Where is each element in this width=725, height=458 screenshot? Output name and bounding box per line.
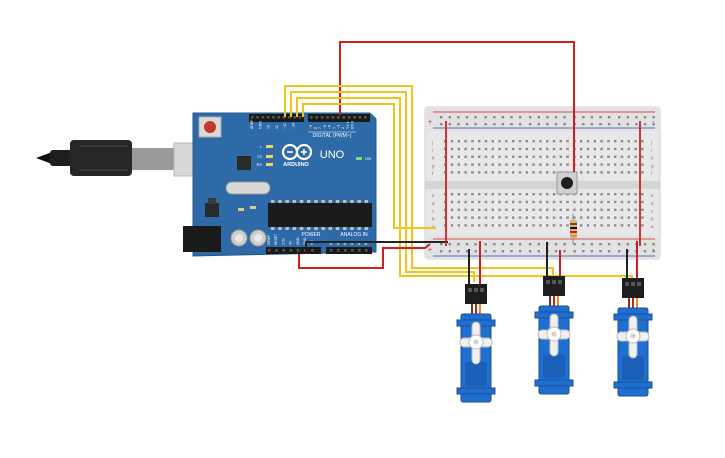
rail-plus-top: + bbox=[428, 119, 432, 126]
rail-minus-top: - bbox=[652, 119, 655, 126]
wires[interactable] bbox=[284, 41, 641, 284]
digital-pin-label: RX 0 bbox=[350, 121, 354, 129]
pushbutton[interactable] bbox=[556, 171, 578, 195]
power-pin-label: IOREF bbox=[267, 235, 271, 245]
capacitors bbox=[230, 229, 267, 247]
arduino-logo: ARDUINO UNO bbox=[281, 143, 345, 168]
svg-text:d: d bbox=[651, 201, 654, 206]
digital-pin-label: ~6 bbox=[323, 125, 327, 129]
power-pin-label: RESET bbox=[274, 234, 278, 245]
status-leds: L TX RX bbox=[256, 144, 273, 167]
digital-pin-label: 12 bbox=[275, 125, 279, 129]
svg-text:g: g bbox=[432, 163, 435, 168]
digital-pin-label: ~9 bbox=[309, 125, 313, 129]
svg-text:b: b bbox=[651, 216, 654, 221]
svg-text:h: h bbox=[651, 156, 654, 161]
svg-text:RX: RX bbox=[256, 162, 262, 167]
svg-text:j: j bbox=[650, 140, 652, 145]
svg-text:c: c bbox=[651, 209, 654, 214]
svg-text:a: a bbox=[432, 224, 435, 229]
resistor[interactable] bbox=[570, 214, 577, 244]
svg-text:ON: ON bbox=[365, 156, 371, 161]
svg-text:e: e bbox=[651, 193, 654, 198]
servo-motor-2[interactable] bbox=[534, 276, 574, 395]
servo-motor-3[interactable] bbox=[613, 278, 653, 397]
svg-text:g: g bbox=[651, 163, 654, 168]
svg-text:h: h bbox=[432, 156, 435, 161]
section-analog-label: ANALOG IN bbox=[340, 232, 368, 238]
digital-pin-label: 4 bbox=[332, 127, 336, 129]
digital-pin-label: AREF bbox=[250, 119, 254, 129]
digital-pin-label: ~11 bbox=[283, 123, 287, 129]
section-digital-label: DIGITAL (PWM~) bbox=[313, 133, 352, 139]
power-pin-label: GND bbox=[296, 237, 300, 245]
reset-button[interactable] bbox=[198, 116, 222, 138]
svg-text:j: j bbox=[431, 140, 433, 145]
model-text: UNO bbox=[320, 149, 345, 161]
crystal bbox=[225, 181, 271, 195]
power-pin-label: 5V bbox=[289, 240, 293, 245]
svg-text:a: a bbox=[651, 224, 654, 229]
power-pin-label: 3.3V bbox=[281, 237, 285, 245]
usb-cable[interactable] bbox=[36, 140, 217, 177]
power-jack[interactable] bbox=[183, 226, 221, 252]
svg-text:b: b bbox=[432, 216, 435, 221]
rail-plus-bottom: + bbox=[428, 247, 432, 254]
brand-text: ARDUINO bbox=[283, 162, 309, 168]
breadboard-holes[interactable] bbox=[440, 116, 655, 253]
digital-pin-label: 2 bbox=[341, 127, 345, 129]
digital-pin-label: GND bbox=[258, 121, 262, 129]
digital-pin-label: TX 1 bbox=[346, 121, 350, 129]
svg-text:i: i bbox=[432, 148, 433, 153]
usb-chip bbox=[237, 156, 251, 170]
atmega-chip bbox=[268, 200, 372, 230]
section-power-label: POWER bbox=[302, 232, 321, 238]
svg-text:i: i bbox=[651, 148, 652, 153]
digital-pin-label: ~3 bbox=[337, 125, 341, 129]
svg-text:f: f bbox=[432, 171, 434, 176]
digital-pin-label: ~10 bbox=[292, 123, 296, 129]
svg-text:f: f bbox=[651, 171, 653, 176]
digital-pin-label: 13 bbox=[267, 125, 271, 129]
svg-text:c: c bbox=[432, 209, 435, 214]
servo-motor-1[interactable] bbox=[456, 284, 496, 403]
svg-text:d: d bbox=[432, 201, 435, 206]
power-analog-header bbox=[266, 247, 372, 254]
voltage-regulator bbox=[205, 198, 219, 217]
digital-pin-label: ~5 bbox=[327, 125, 331, 129]
svg-text:e: e bbox=[432, 193, 435, 198]
svg-text:TX: TX bbox=[257, 154, 262, 159]
svg-text:L: L bbox=[260, 144, 263, 149]
digital-pin-label: 7 bbox=[318, 127, 322, 129]
digital-pin-label: 8 bbox=[314, 127, 318, 129]
